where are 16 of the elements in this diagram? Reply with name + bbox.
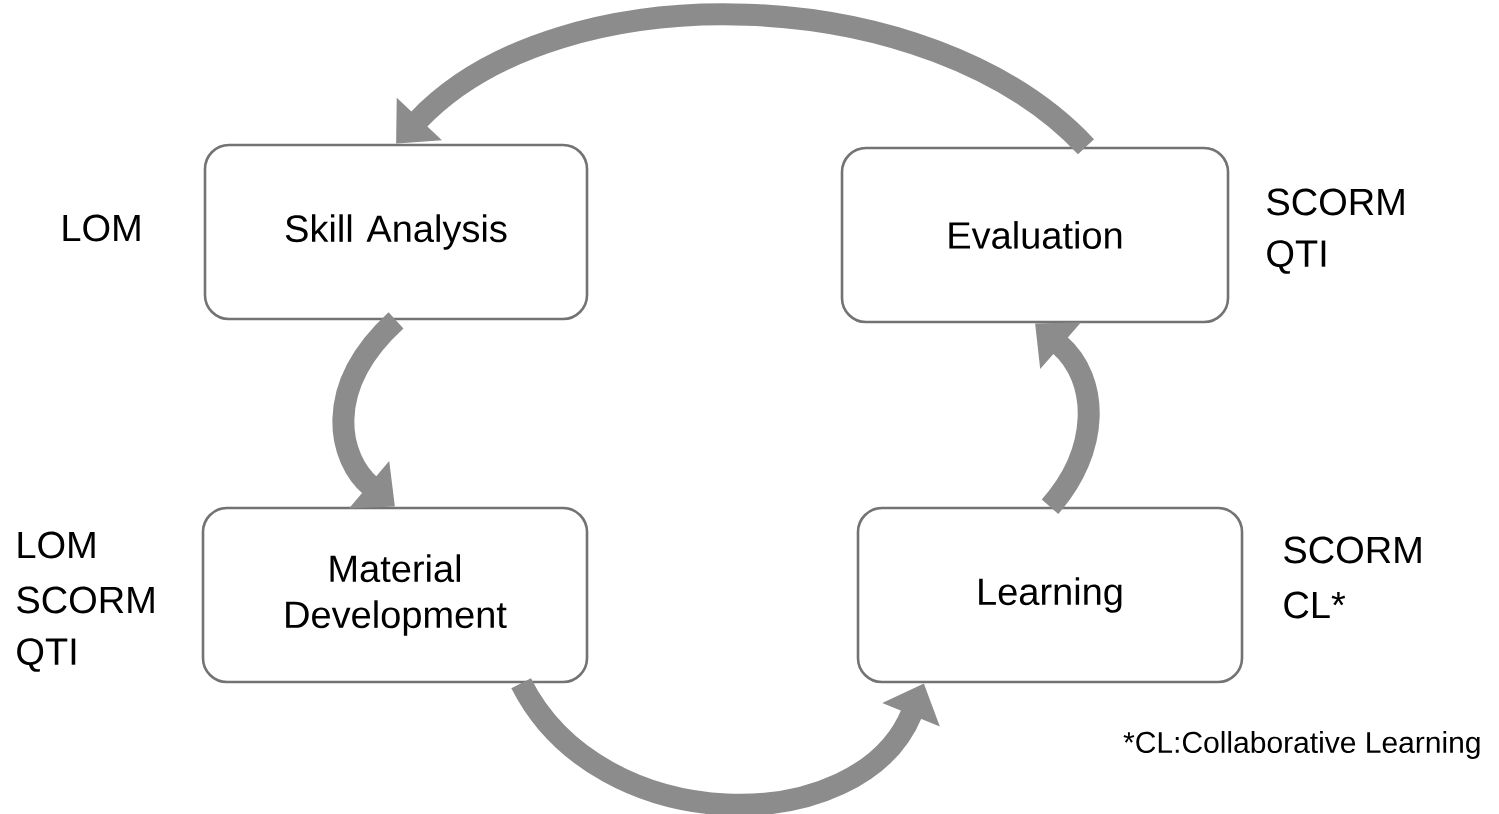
standard-label: LOM — [63, 214, 140, 242]
arrow — [396, 3, 1094, 155]
standard-label: SCORM — [1284, 536, 1421, 564]
standard-label: SCORM — [1267, 188, 1404, 216]
process-box: Evaluation — [840, 146, 1230, 324]
process-box: Learning — [856, 506, 1244, 684]
process-box: Skill Analysis — [203, 143, 589, 321]
standard-label: QTI — [17, 638, 76, 672]
arrow — [332, 312, 404, 509]
process-box: Material Development — [201, 506, 589, 684]
standard-label: CL* — [1284, 591, 1346, 619]
standard-label: QTI — [1267, 240, 1326, 274]
standard-label: LOM — [18, 531, 95, 559]
standard-label: SCORM — [17, 586, 154, 614]
footnote: *CL:Collaborative Learning — [1123, 731, 1480, 759]
arrow — [1035, 322, 1100, 514]
